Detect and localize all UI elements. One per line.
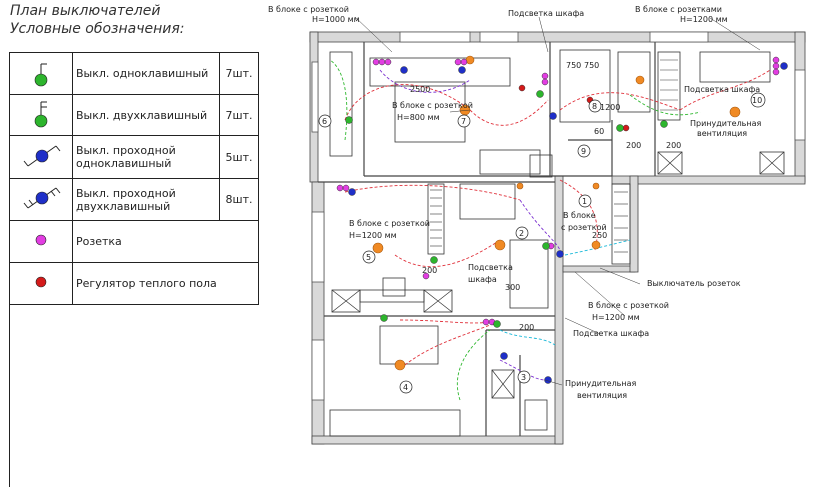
ceiling-lamp-icon <box>591 240 601 250</box>
ceiling-lamp-icon <box>516 182 524 190</box>
legend-label: Розетка <box>72 220 259 263</box>
cabinet-crosses <box>331 151 785 399</box>
room-number: 5 <box>366 253 371 262</box>
ceiling-lamp-icon <box>635 75 645 85</box>
annotation: В блоке <box>563 211 596 220</box>
annotation: В блоке с розетками <box>635 5 722 14</box>
switch-icons <box>345 62 788 384</box>
annotation: Выключатель розеток <box>647 279 741 288</box>
room-number: 4 <box>403 383 408 392</box>
passthrough-double-switch-icon <box>9 178 73 221</box>
regulator-icons <box>518 84 630 132</box>
dimension-label: 750 <box>584 61 599 70</box>
legend-label: Выкл. проходной одноклавишный <box>72 135 220 179</box>
partitions <box>318 42 656 436</box>
annotation: Принудительная <box>565 379 637 388</box>
leader-lines <box>354 16 761 386</box>
dimension-label: 200 <box>422 266 437 275</box>
annotation: Н=800 мм <box>397 113 440 122</box>
annotation: Подсветка <box>468 263 513 272</box>
furniture <box>329 49 785 437</box>
legend-label: Регулятор теплого пола <box>72 262 259 305</box>
annotation: Н=1000 мм <box>312 15 360 24</box>
dimension-label: 250 <box>592 231 607 240</box>
annotation: Н=1200 мм <box>349 231 397 240</box>
windows <box>311 31 806 401</box>
page-title: План выключателей <box>10 3 161 19</box>
room-number: 7 <box>461 117 466 126</box>
ceiling-lamp-icon <box>494 239 506 251</box>
dimension-label: 2500 <box>410 85 430 94</box>
sheet-border <box>9 287 10 487</box>
annotation: Принудительная <box>690 119 762 128</box>
annotation: В блоке с розеткой <box>349 219 430 228</box>
legend-row: Выкл. проходной одноклавишный 5шт. <box>9 135 259 179</box>
legend-count: 7шт. <box>219 94 259 136</box>
annotation: В блоке с розеткой <box>268 5 349 14</box>
wardrobe-hatch <box>430 59 678 253</box>
ceiling-lamp-icon <box>394 359 406 371</box>
dimension-label: 1200 <box>600 103 620 112</box>
room-numbers: 1 2 3 4 5 6 7 8 9 10 <box>318 92 766 394</box>
annotation: Н=1200 мм <box>680 15 728 24</box>
room-number: 3 <box>521 373 526 382</box>
annotation: Подсветка шкафа <box>684 85 760 94</box>
legend-count: 5шт. <box>219 135 259 179</box>
ceiling-lamp-icon <box>372 242 384 254</box>
wiring <box>329 59 771 401</box>
room-number: 9 <box>581 147 586 156</box>
annotation: шкафа <box>468 275 497 284</box>
annotation: В блоке с розеткой <box>588 301 669 310</box>
room-number: 10 <box>752 96 762 105</box>
legend-row: Регулятор теплого пола <box>9 262 259 305</box>
dimension-label: 750 <box>566 61 581 70</box>
legend-row: Выкл. двухклавишный 7шт. <box>9 94 259 136</box>
annotation: с розеткой <box>561 223 607 232</box>
dimension-label: 200 <box>626 141 641 150</box>
dimension-label: 60 <box>594 127 604 136</box>
annotation: Н=1200 мм <box>592 313 640 322</box>
ceiling-lamp-icon <box>729 106 741 118</box>
ceiling-lamp-icon <box>592 182 600 190</box>
legend-table: Выкл. одноклавишный 7шт. Выкл. двухклави… <box>9 52 259 305</box>
plan-annotations: В блоке с розеткой Н=1000 мм Подсветка ш… <box>268 5 762 400</box>
legend-subtitle: Условные обозначения: <box>10 21 185 37</box>
socket-icons <box>336 56 780 326</box>
lamp-icons <box>372 55 741 371</box>
dimension-label: 200 <box>519 323 534 332</box>
annotation: Подсветка шкафа <box>508 9 584 18</box>
annotation: вентиляция <box>577 391 627 400</box>
legend-row: Розетка <box>9 220 259 263</box>
room-number: 8 <box>592 102 597 111</box>
annotation: Подсветка шкафа <box>573 329 649 338</box>
ceiling-lamp-icon <box>465 55 475 65</box>
room-number: 2 <box>519 229 524 238</box>
room-number: 6 <box>322 117 327 126</box>
legend-label: Выкл. двухклавишный <box>72 94 220 136</box>
legend-count: 7шт. <box>219 52 259 95</box>
double-switch-icon <box>9 94 73 136</box>
single-switch-icon <box>9 52 73 95</box>
annotation: В блоке с розеткой <box>392 101 473 110</box>
annotation: вентиляция <box>697 129 747 138</box>
dimensions: 2500 750 750 1200 60 200 250 300 200 200… <box>410 61 681 332</box>
room-number: 1 <box>582 197 587 206</box>
dimension-label: 200 <box>666 141 681 150</box>
dimension-label: 300 <box>505 283 520 292</box>
